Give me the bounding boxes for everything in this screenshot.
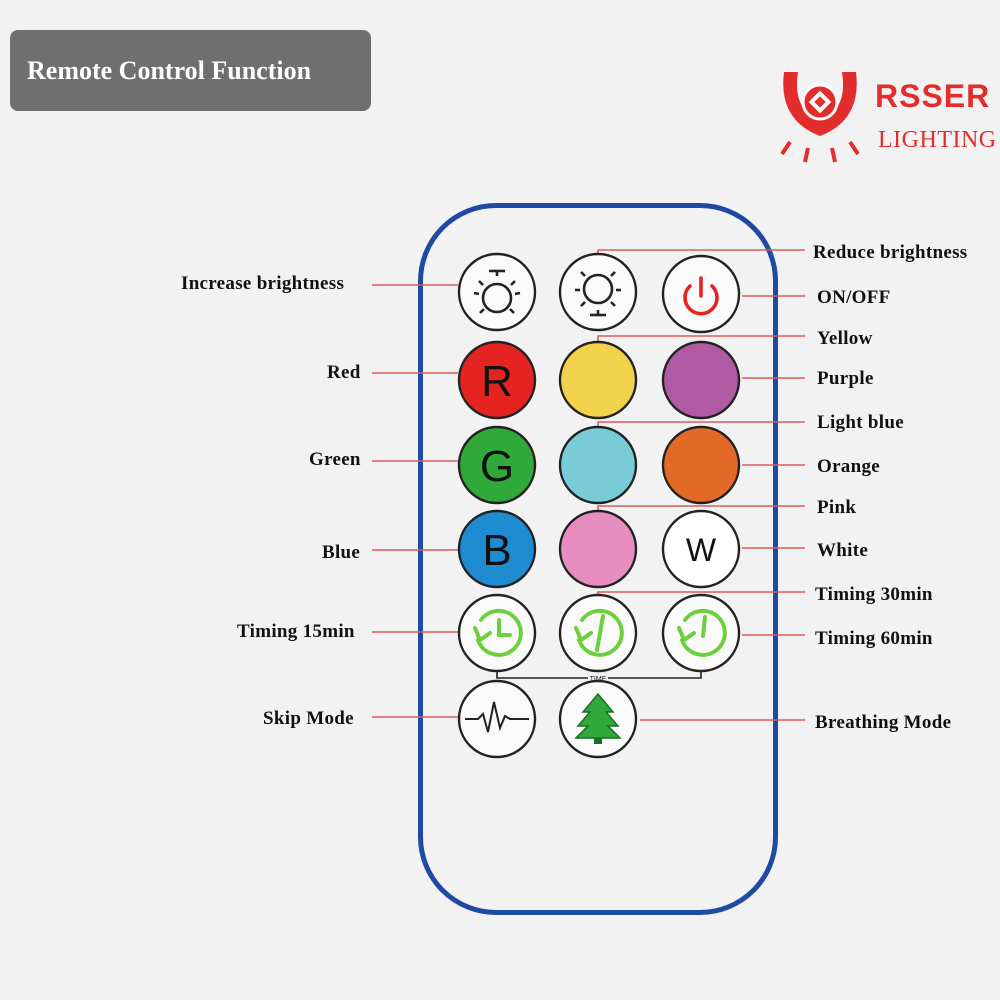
reduce-brightness-button[interactable]	[558, 252, 638, 332]
power-icon	[683, 284, 719, 316]
brightness-down-icon	[582, 273, 614, 305]
brand-name: RSSER	[875, 78, 991, 114]
time-label: TIME	[590, 676, 607, 683]
white-button[interactable]: W	[661, 509, 741, 589]
label-increase-brightness: Increase brightness	[181, 273, 345, 294]
time-bracket	[496, 670, 702, 679]
brand-logo-icon	[780, 72, 860, 163]
green-button-letter: G	[480, 442, 514, 491]
label-green: Green	[309, 449, 361, 470]
label-red: Red	[327, 362, 361, 383]
breathing-mode-button[interactable]	[558, 679, 638, 759]
label-skip-mode: Skip Mode	[263, 708, 354, 729]
label-timing-15min: Timing 15min	[237, 621, 355, 642]
pink-button[interactable]	[558, 509, 638, 589]
page-title-box: Remote Control Function	[10, 30, 371, 111]
label-purple: Purple	[817, 368, 874, 389]
brightness-up-icon	[481, 282, 513, 314]
label-pink: Pink	[817, 497, 857, 518]
purple-button[interactable]	[661, 340, 741, 420]
increase-brightness-button[interactable]	[457, 252, 537, 332]
blue-button[interactable]: B	[457, 509, 537, 589]
orange-button[interactable]	[661, 425, 741, 505]
remote-body	[418, 203, 778, 915]
timing-15min-button[interactable]	[457, 593, 537, 673]
yellow-button[interactable]	[558, 340, 638, 420]
brand-subtitle: LIGHTING	[878, 127, 997, 153]
pulse-icon	[465, 701, 529, 733]
label-yellow: Yellow	[817, 328, 873, 349]
label-light-blue: Light blue	[817, 412, 904, 433]
green-button[interactable]: G	[457, 425, 537, 505]
timing-30min-button[interactable]	[558, 593, 638, 673]
skip-mode-button[interactable]	[457, 679, 537, 759]
blue-button-letter: B	[482, 526, 511, 575]
red-button-letter: R	[481, 357, 513, 406]
label-on-off: ON/OFF	[817, 287, 891, 308]
page-title: Remote Control Function	[27, 55, 312, 85]
red-button[interactable]: R	[457, 340, 537, 420]
label-reduce-brightness: Reduce brightness	[813, 242, 968, 263]
label-breathing-mode: Breathing Mode	[815, 712, 952, 733]
timer-15-icon	[473, 608, 523, 657]
label-white: White	[817, 540, 869, 561]
timer-60-icon	[677, 608, 727, 657]
label-orange: Orange	[817, 456, 881, 477]
light-blue-button[interactable]	[558, 425, 638, 505]
timer-30-icon	[574, 608, 624, 657]
white-button-letter: W	[686, 532, 717, 568]
label-timing-30min: Timing 30min	[815, 584, 933, 605]
power-button[interactable]	[661, 254, 741, 334]
label-blue: Blue	[322, 542, 361, 563]
tree-icon	[574, 692, 622, 744]
label-timing-60min: Timing 60min	[815, 628, 933, 649]
timing-60min-button[interactable]	[661, 593, 741, 673]
